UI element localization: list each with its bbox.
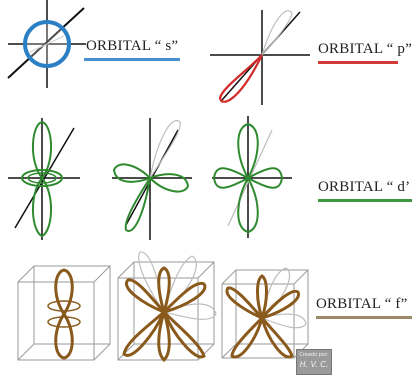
f-orbital-label: ORBITAL “ f” <box>316 296 407 313</box>
credit-stamp: Creado por: H. V. C. <box>296 349 332 375</box>
f-underline <box>316 316 412 319</box>
f-orbital-figure-2 <box>118 252 216 360</box>
d-orbital-figure-3 <box>212 116 292 238</box>
d-orbital-label: ORBITAL “ d’ <box>318 179 410 196</box>
d-orbital-figure-2 <box>112 118 192 240</box>
credit-line-1: Creado por: <box>297 352 331 359</box>
s-underline <box>84 58 180 61</box>
p-orbital-label: ORBITAL “ p” <box>318 41 412 58</box>
p-underline <box>318 61 398 64</box>
credit-line-2: H. V. C. <box>297 359 331 370</box>
d-underline <box>318 199 412 202</box>
s-orbital-label: ORBITAL “ s” <box>86 38 178 55</box>
p-orbital-figure <box>210 10 310 105</box>
s-orbital-figure <box>8 0 86 88</box>
d-orbital-figure-1 <box>8 118 80 240</box>
f-orbital-figure-1 <box>18 266 110 360</box>
f-orbital-figure-3 <box>222 268 308 358</box>
